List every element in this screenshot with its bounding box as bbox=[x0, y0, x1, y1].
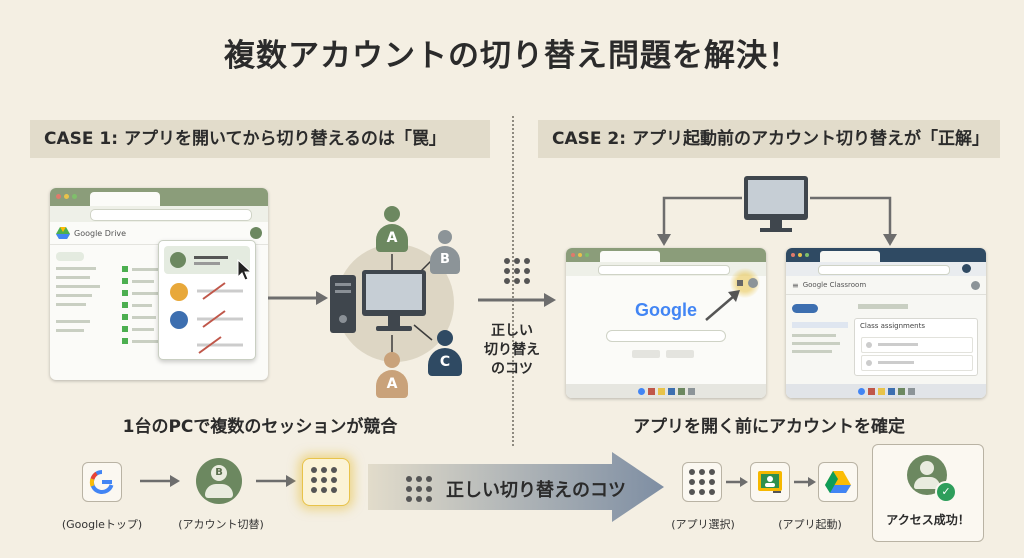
case1-caption: 1台のPCで複数のセッションが競合 bbox=[122, 417, 398, 437]
user-b: B bbox=[430, 230, 460, 276]
flow-arrow-4 bbox=[794, 477, 816, 487]
menu-icon[interactable]: ≡ bbox=[792, 280, 799, 290]
success-text: アクセス成功！ bbox=[886, 513, 970, 527]
monitor-icon bbox=[362, 270, 426, 316]
account-avatar-orange[interactable] bbox=[170, 283, 188, 301]
case2-heading: CASE 2: アプリ起動前のアカウント切り替えが「正解」 bbox=[538, 120, 1000, 158]
step-label-launch: (アプリ起動) bbox=[778, 518, 842, 531]
app-grid-icon bbox=[311, 467, 337, 493]
banner-grid-icon bbox=[406, 476, 432, 502]
flow-arrow-2 bbox=[256, 475, 296, 487]
drive-brand: Google Drive bbox=[74, 228, 127, 238]
drive-file-list bbox=[122, 260, 162, 350]
browser-tab bbox=[90, 192, 160, 206]
taskbar bbox=[566, 384, 766, 398]
browser-tabbar bbox=[566, 248, 766, 262]
account-avatar-icon[interactable] bbox=[962, 264, 971, 273]
app-grid-icon bbox=[504, 258, 530, 284]
google-top-tile[interactable] bbox=[82, 462, 122, 502]
monitor-base bbox=[376, 326, 412, 331]
user-c: C bbox=[428, 330, 462, 378]
account-avatar-green bbox=[170, 252, 186, 268]
profile-icon[interactable] bbox=[971, 280, 980, 290]
case1-heading: CASE 1: アプリを開いてから切り替えるのは「罠」 bbox=[30, 120, 490, 158]
account-avatar-blue[interactable] bbox=[170, 311, 188, 329]
app-select-tile[interactable] bbox=[682, 462, 722, 502]
window-controls bbox=[56, 194, 77, 199]
shared-monitor-stand bbox=[770, 220, 782, 228]
step-label-switch: (アカウント切替) bbox=[178, 518, 264, 531]
lucky-button[interactable] bbox=[666, 350, 694, 358]
shared-monitor-base bbox=[760, 228, 792, 232]
flow-arrow-3 bbox=[726, 477, 748, 487]
flow-arrow-1 bbox=[140, 475, 180, 487]
drive-app-tile[interactable] bbox=[818, 462, 858, 502]
success-avatar bbox=[907, 455, 947, 495]
class-assignments-card[interactable]: Class assignments bbox=[854, 318, 978, 376]
classroom-app-tile[interactable] bbox=[750, 462, 790, 502]
mouse-cursor-icon bbox=[237, 259, 253, 281]
address-bar-row bbox=[50, 206, 268, 222]
drive-sidebar bbox=[56, 252, 112, 338]
case2-caption: アプリを開く前にアカウントを確定 bbox=[633, 417, 905, 437]
step-label-google: (Googleトップ) bbox=[61, 518, 143, 531]
arrow-to-case2 bbox=[478, 293, 556, 307]
page-title: 複数アカウントの切り替え問題を解決！ bbox=[224, 38, 800, 74]
browser-tab[interactable] bbox=[820, 251, 880, 262]
google-g-icon bbox=[89, 469, 114, 494]
search-button[interactable] bbox=[632, 350, 660, 358]
account-avatar-icon[interactable] bbox=[748, 278, 758, 288]
classroom-brand: Google Classroom bbox=[802, 281, 867, 289]
address-bar-row bbox=[786, 262, 986, 276]
address-bar-row bbox=[566, 262, 766, 276]
user-a-top: A bbox=[376, 206, 408, 254]
arrow-to-pc bbox=[268, 291, 328, 305]
section-divider bbox=[512, 116, 514, 446]
tip-banner-arrow bbox=[368, 452, 664, 522]
app-grid-icon bbox=[689, 469, 715, 495]
apps-grid-small-icon[interactable] bbox=[737, 280, 743, 286]
monitor-stand bbox=[388, 316, 400, 326]
classroom-header: ≡ Google Classroom bbox=[786, 276, 986, 295]
app-launcher-tile-highlighted[interactable] bbox=[302, 458, 350, 506]
active-account-row[interactable] bbox=[164, 246, 250, 274]
crossed-out-accounts bbox=[197, 282, 243, 354]
create-button[interactable] bbox=[792, 304, 818, 313]
google-classroom-icon bbox=[758, 471, 782, 493]
google-drive-icon bbox=[56, 227, 70, 239]
check-icon: ✓ bbox=[935, 481, 957, 503]
access-success-card: ✓ アクセス成功！ bbox=[872, 444, 984, 542]
account-switcher-popup bbox=[158, 240, 256, 360]
browser-tab[interactable] bbox=[600, 251, 660, 262]
account-avatar-icon[interactable] bbox=[250, 227, 262, 239]
google-search-box[interactable] bbox=[606, 330, 726, 342]
new-button[interactable] bbox=[56, 252, 84, 261]
monitor-branch-arrows bbox=[657, 196, 897, 246]
google-drive-icon bbox=[825, 471, 851, 493]
middle-tip-text: 正しい 切り替え のコツ bbox=[484, 323, 540, 377]
account-b-avatar[interactable]: B bbox=[196, 458, 242, 504]
browser-tabbar bbox=[786, 248, 986, 262]
address-bar[interactable] bbox=[90, 209, 252, 221]
tip-banner-text: 正しい切り替えのコツ bbox=[446, 480, 626, 501]
browser-tabbar bbox=[50, 188, 268, 206]
user-a-bottom: A bbox=[376, 352, 408, 400]
pc-tower-icon bbox=[330, 275, 356, 333]
pointer-arrow bbox=[705, 290, 740, 321]
address-bar[interactable] bbox=[818, 265, 950, 275]
google-logo: Google bbox=[635, 300, 697, 320]
taskbar bbox=[786, 384, 986, 398]
shared-monitor-icon bbox=[744, 176, 808, 220]
step-label-select: (アプリ選択) bbox=[671, 518, 735, 531]
classroom-browser-window: ≡ Google Classroom Class assignments bbox=[786, 248, 986, 398]
address-bar[interactable] bbox=[598, 265, 730, 275]
